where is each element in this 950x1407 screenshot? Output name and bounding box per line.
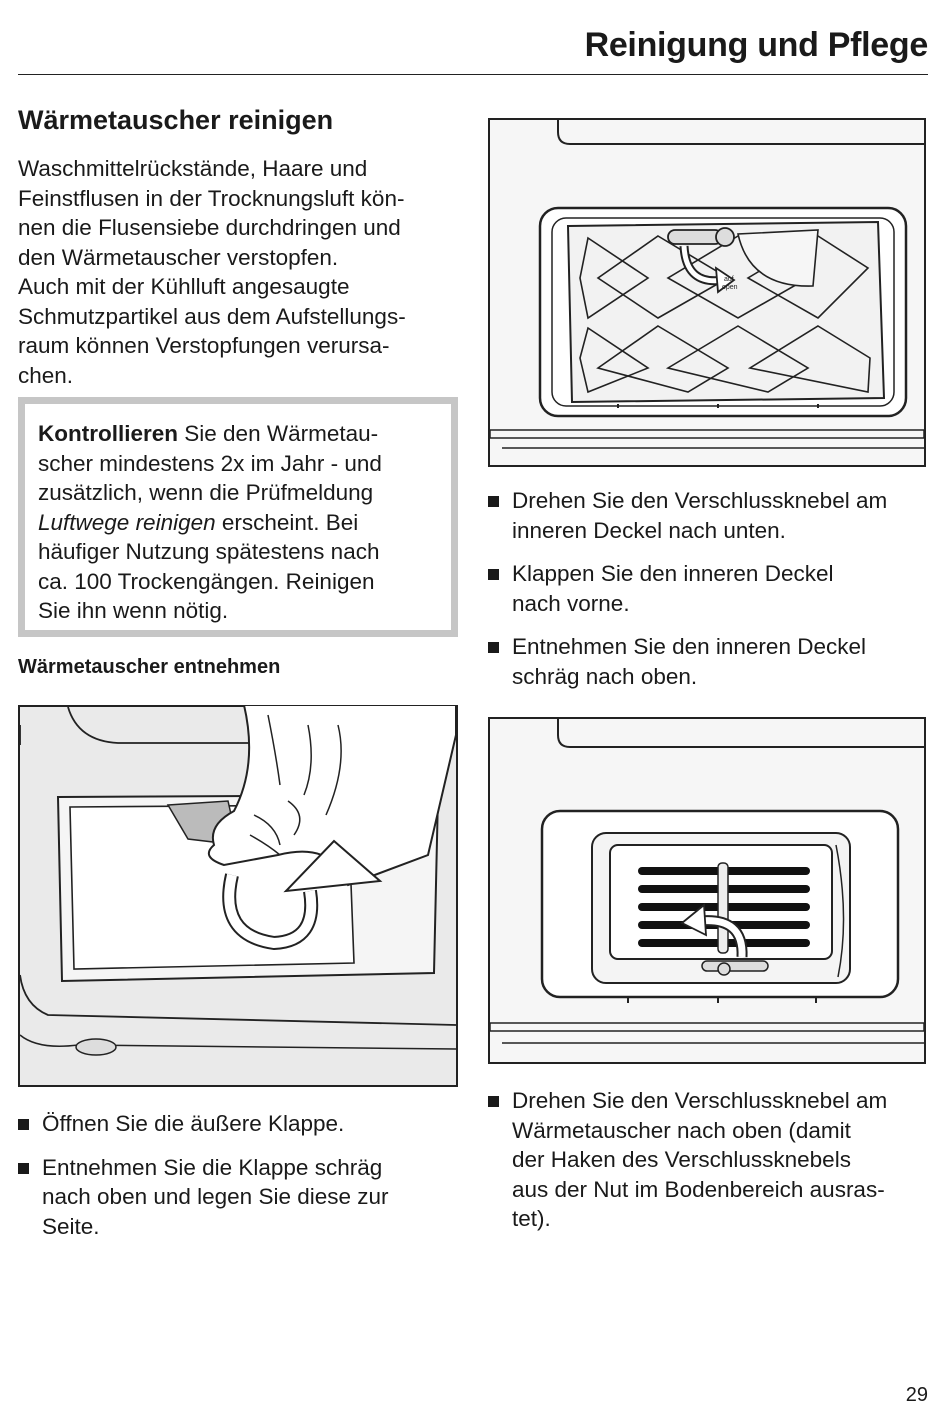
figure-label: auf xyxy=(724,276,734,283)
notice-box: Kontrollieren Sie den Wärmetau- scher mi… xyxy=(18,397,458,637)
intro-line: Auch mit der Kühlluft angesaugte xyxy=(18,274,350,299)
bullet-icon xyxy=(18,1162,29,1174)
notice-line: scher mindestens 2x im Jahr - und xyxy=(38,450,382,476)
notice-text: Sie den Wärmetau- xyxy=(178,421,379,446)
intro-line: raum können Verstopfungen verursa- xyxy=(18,333,390,358)
page-number: 29 xyxy=(905,1384,928,1406)
page-header-title: Reinigung und Pflege xyxy=(584,26,929,64)
intro-line: Waschmittelrückstände, Haare und xyxy=(18,156,368,181)
notice-line: ca. 100 Trockengängen. Reinigen xyxy=(38,568,375,594)
notice-line: Sie ihn wenn nötig. xyxy=(38,598,229,623)
intro-line: nen die Flusensiebe durchdringen und xyxy=(18,215,401,240)
notice-text: erscheint. Bei xyxy=(215,509,359,535)
section-heading: Wärmetauscher reinigen xyxy=(18,105,334,135)
intro-line: chen. xyxy=(18,362,74,388)
subsection-heading: Wärmetauscher entnehmen xyxy=(18,656,281,678)
intro-paragraph: Waschmittelrückstände, Haare und Feinstf… xyxy=(18,154,458,390)
notice-bold-lead: Kontrollieren xyxy=(38,421,179,446)
notice-italic-message: Luftwege reinigen xyxy=(38,509,216,535)
notice-line: häufiger Nutzung spätestens nach xyxy=(38,539,380,564)
list-item: Öffnen Sie die äußere Klappe. xyxy=(18,1109,458,1139)
bullet-icon xyxy=(488,496,499,507)
notice-line: Luftwege reinigen erscheint. Bei xyxy=(38,508,437,538)
intro-line: den Wärmetauscher verstopfen. xyxy=(18,244,339,270)
intro-line: Schmutzpartikel aus dem Aufstellungs- xyxy=(18,303,406,329)
bullet-icon xyxy=(488,569,499,580)
figure-label: open xyxy=(722,284,738,291)
figure-heat-exchanger xyxy=(488,717,926,1064)
notice-line: zusätzlich, wenn die Prüfmeldung xyxy=(38,480,374,505)
bullet-icon xyxy=(488,1096,499,1107)
figure-inner-cover: auf open xyxy=(488,118,926,467)
notice-line: Kontrollieren Sie den Wärmetau- xyxy=(38,419,437,449)
bullet-icon xyxy=(18,1119,29,1130)
intro-line: Feinstflusen in der Trocknungsluft kön- xyxy=(18,185,405,211)
figure-open-outer-flap xyxy=(18,705,458,1087)
header-divider xyxy=(18,74,928,75)
bullet-icon xyxy=(488,642,499,653)
steps-list-open-flap: Öffnen Sie die äußere Klappe. Entnehmen … xyxy=(18,1109,458,1255)
